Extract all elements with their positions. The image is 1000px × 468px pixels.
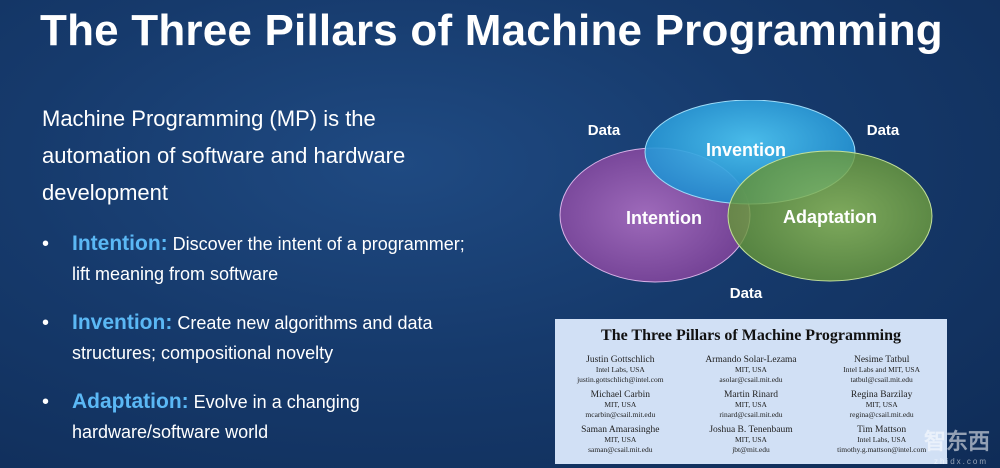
- paper-title: The Three Pillars of Machine Programming: [601, 327, 901, 344]
- bullet-dot-icon: •: [42, 312, 50, 334]
- author-affiliation: MIT, USA: [735, 365, 767, 374]
- bullet-list: • Intention: Discover the intent of a pr…: [42, 229, 482, 466]
- author-affiliation: MIT, USA: [604, 435, 637, 444]
- author-name: Martin Rinard: [723, 390, 779, 400]
- venn-data-label-right: Data: [867, 122, 900, 139]
- bullet-intention: • Intention: Discover the intent of a pr…: [42, 229, 482, 289]
- venn-data-label-bottom: Data: [730, 285, 763, 302]
- author-name: Nesime Tatbul: [853, 355, 910, 365]
- venn-circle-adaptation: [727, 150, 933, 282]
- author-name: Armando Solar-Lezama: [705, 355, 797, 365]
- author-affiliation: Intel Labs and MIT, USA: [843, 365, 921, 374]
- author-email: justin.gottschlich@intel.com: [577, 375, 664, 384]
- bullet-dot-icon: •: [42, 391, 50, 413]
- bullet-term: Intention:: [72, 232, 168, 255]
- venn-label-intention: Intention: [626, 208, 702, 228]
- bullet-text: Discover the intent of a programmer; lif…: [72, 234, 465, 284]
- author-affiliation: Intel Labs, USA: [857, 435, 907, 444]
- author-email: timothy.g.mattson@intel.com: [837, 445, 927, 454]
- venn-diagram: Invention Intention Adaptation Data Data…: [559, 100, 933, 302]
- author-name: Tim Mattson: [857, 425, 907, 435]
- author-name: Saman Amarasinghe: [581, 425, 660, 435]
- bullet-adaptation: • Adaptation: Evolve in a changing hardw…: [42, 387, 482, 447]
- intro-text: Machine Programming (MP) is the automati…: [42, 106, 406, 205]
- bullet-text: Evolve in a changing hardware/software w…: [72, 392, 360, 442]
- bullet-term: Invention:: [72, 311, 173, 334]
- author-affiliation: MIT, USA: [604, 400, 637, 409]
- author-email: regina@csail.mit.edu: [849, 410, 914, 419]
- bullet-dot-icon: •: [42, 233, 50, 255]
- author-email: rinard@csail.mit.edu: [719, 410, 783, 419]
- slide-title: The Three Pillars of Machine Programming: [40, 6, 943, 55]
- author-email: tatbul@csail.mit.edu: [850, 375, 913, 384]
- paper-snippet: The Three Pillars of Machine Programming…: [555, 319, 947, 464]
- author-email: saman@csail.mit.edu: [588, 445, 653, 454]
- bullet-term: Adaptation:: [72, 390, 189, 413]
- author-affiliation: MIT, USA: [735, 435, 767, 444]
- author-affiliation: Intel Labs, USA: [595, 365, 645, 374]
- venn-label-invention: Invention: [706, 140, 786, 160]
- author-email: mcarbin@csail.mit.edu: [585, 410, 656, 419]
- bullet-invention: • Invention: Create new algorithms and d…: [42, 308, 482, 368]
- author-email: asolar@csail.mit.edu: [719, 375, 783, 384]
- author-affiliation: MIT, USA: [735, 400, 767, 409]
- author-email: jbt@mit.edu: [732, 445, 770, 454]
- author-name: Regina Barzilay: [850, 390, 913, 400]
- venn-label-adaptation: Adaptation: [783, 207, 877, 227]
- watermark-logo: 智东西: [923, 429, 990, 454]
- venn-data-label-left: Data: [588, 122, 621, 139]
- watermark-url: zhidx.com: [933, 457, 988, 466]
- author-name: Michael Carbin: [590, 390, 650, 400]
- author-name: Justin Gottschlich: [586, 355, 655, 365]
- author-affiliation: MIT, USA: [865, 400, 898, 409]
- author-name: Joshua B. Tenenbaum: [709, 425, 793, 435]
- bullet-text: Create new algorithms and data structure…: [72, 313, 433, 363]
